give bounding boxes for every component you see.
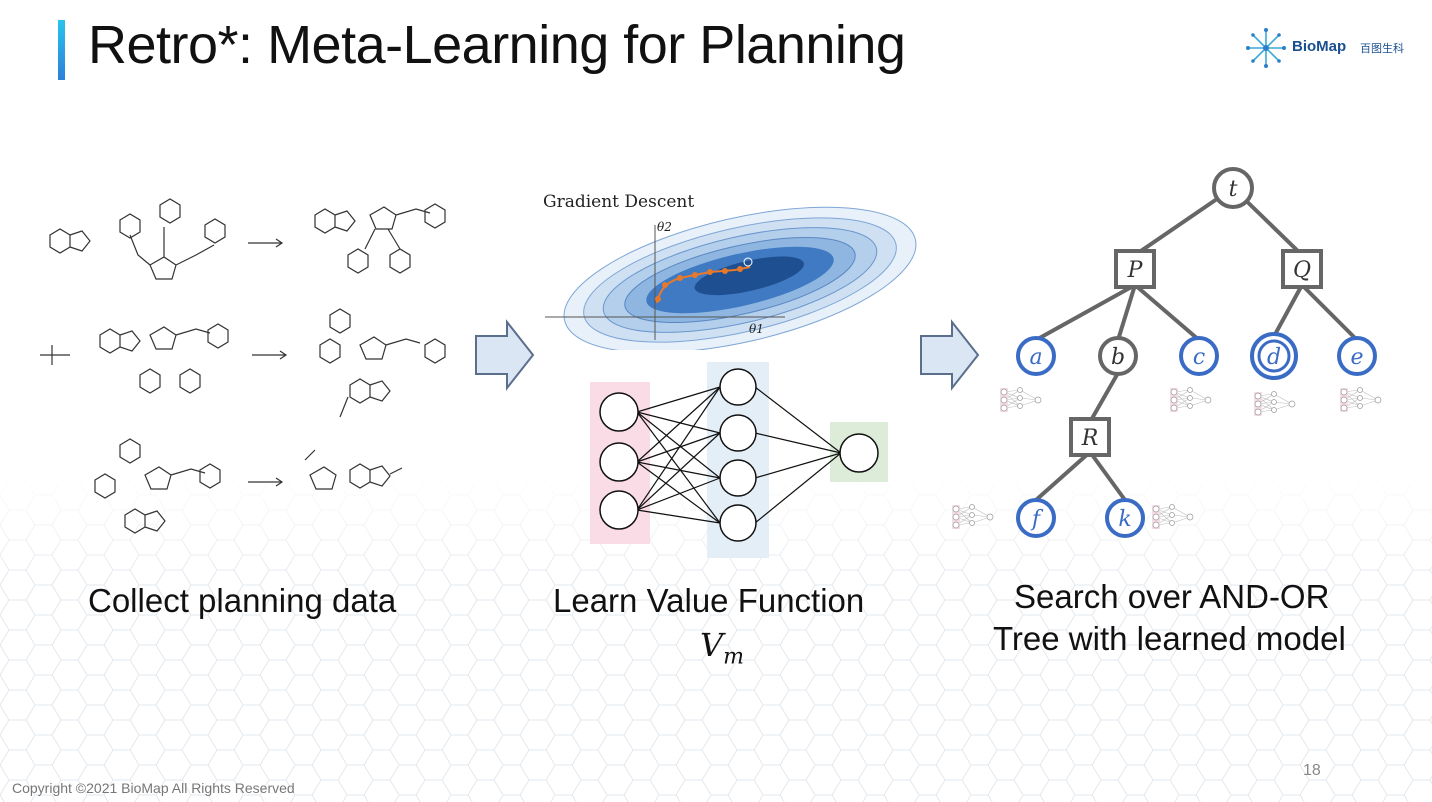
slide-title: Retro*: Meta-Learning for Planning [88, 15, 906, 75]
svg-text:a: a [1029, 345, 1042, 370]
svg-text:b: b [1111, 345, 1125, 370]
theta1-label: θ1 [749, 322, 764, 336]
mini-network-icon [1169, 387, 1212, 413]
logo-chinese-name: 百图生科 [1360, 43, 1404, 55]
biomap-logo: BioMap 百图生科 [1244, 26, 1414, 70]
svg-text:P: P [1127, 258, 1144, 283]
output-neuron [839, 433, 879, 473]
svg-text:c: c [1193, 345, 1205, 370]
node-R: R [1069, 417, 1111, 457]
block-arrow-1 [475, 319, 535, 391]
node-P: P [1114, 249, 1156, 289]
node-b: b [1098, 336, 1138, 376]
chemical-reactions-illustration [40, 198, 446, 534]
title-accent-bar [58, 20, 65, 80]
svg-text:t: t [1229, 177, 1238, 202]
and-or-tree: t P Q a b c d e R f k [951, 167, 1382, 538]
node-a: a [1016, 336, 1056, 376]
mini-network-icon [1339, 387, 1382, 413]
collect-caption: Collect planning data [88, 582, 397, 619]
learn-caption: Learn Value Function [553, 582, 865, 619]
node-f: f [1016, 498, 1056, 538]
neural-network-diagram [590, 362, 888, 558]
gradient-descent-plot: Gradient Descent θ2 θ1 [543, 192, 917, 350]
node-Q: Q [1281, 249, 1323, 289]
hidden-neuron [719, 459, 757, 497]
value-function-symbol: Vm [700, 626, 744, 670]
descent-steps [655, 266, 743, 302]
svg-text:e: e [1350, 345, 1363, 370]
biomap-logo-icon [1246, 28, 1286, 68]
node-e: e [1337, 336, 1377, 376]
input-neuron [599, 490, 639, 530]
hidden-neuron [719, 414, 757, 452]
hidden-neuron [719, 368, 757, 406]
mini-network-icon [1253, 391, 1296, 417]
reaction-2 [40, 308, 446, 418]
mini-network-icon [1151, 504, 1194, 530]
mini-network-icon [951, 504, 994, 530]
node-d: d [1250, 332, 1298, 380]
reaction-3 [94, 438, 403, 534]
svg-text:R: R [1081, 426, 1099, 451]
hidden-neuron [719, 504, 757, 542]
node-c: c [1179, 336, 1219, 376]
gradient-descent-label: Gradient Descent [543, 192, 694, 212]
svg-text:Q: Q [1293, 258, 1311, 283]
input-neuron [599, 392, 639, 432]
input-neuron [599, 442, 639, 482]
svg-text:d: d [1267, 345, 1281, 370]
page-number: 18 [1303, 762, 1321, 779]
block-arrow-2 [920, 319, 980, 391]
logo-name: BioMap [1292, 38, 1347, 55]
svg-text:k: k [1118, 507, 1131, 532]
copyright-footer: Copyright ©2021 BioMap All Rights Reserv… [12, 780, 295, 796]
node-t: t [1212, 167, 1254, 209]
theta2-label: θ2 [657, 220, 672, 234]
search-caption-line2: Tree with learned model [993, 620, 1346, 657]
reaction-1 [49, 198, 446, 280]
mini-network-icon [999, 387, 1042, 413]
search-caption-line1: Search over AND-OR [1014, 578, 1330, 615]
node-k: k [1105, 498, 1145, 538]
